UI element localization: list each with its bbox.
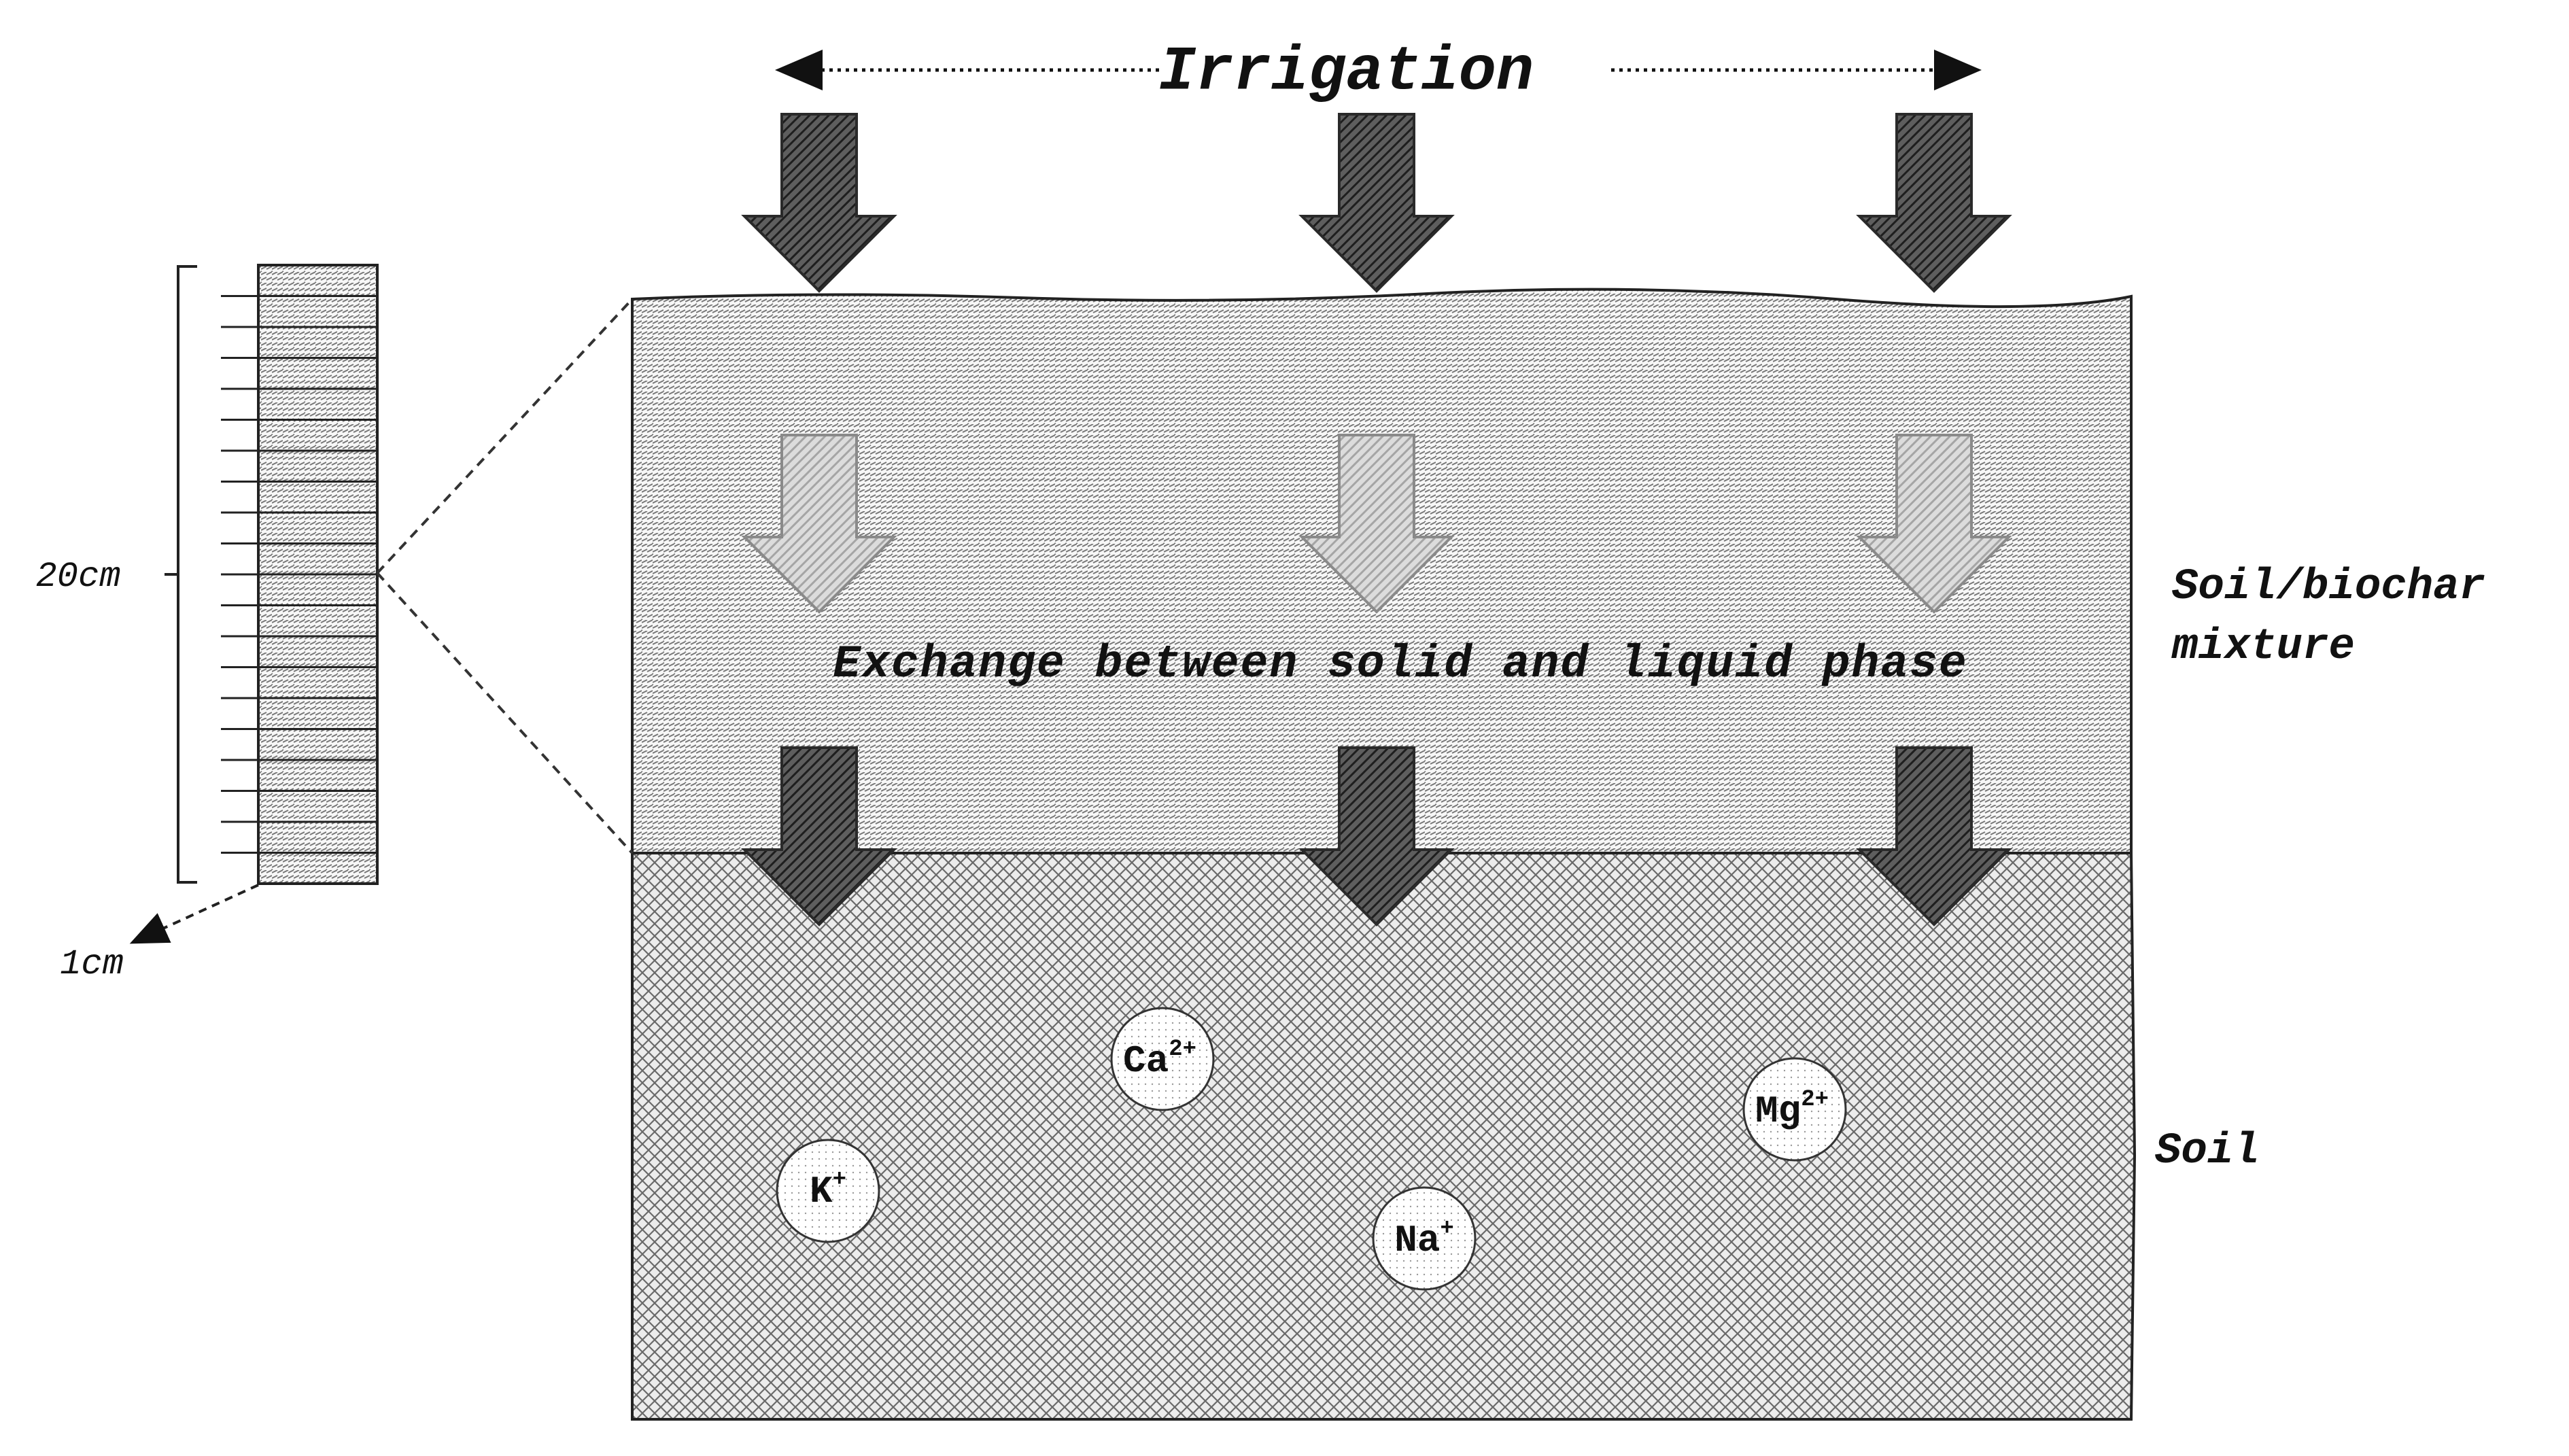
ion-ca-charge: 2+ bbox=[1169, 1037, 1196, 1062]
ion-k: K+ bbox=[776, 1139, 880, 1243]
ion-mg-charge: 2+ bbox=[1801, 1087, 1829, 1113]
zoom-line-bottom bbox=[376, 572, 634, 854]
percolation-arrow-2 bbox=[1298, 434, 1455, 614]
ion-ca-symbol: Ca bbox=[1123, 1039, 1169, 1083]
percolation-arrow-3 bbox=[1856, 434, 2012, 614]
column-height-label: 20cm bbox=[36, 557, 121, 597]
irrigation-arrows bbox=[741, 113, 2012, 293]
leaching-arrow-2 bbox=[1298, 746, 1455, 926]
ion-k-symbol: K bbox=[810, 1170, 833, 1213]
soil-biochar-label-line2: mixture bbox=[2171, 623, 2355, 672]
svg-text:Ca2+: Ca2+ bbox=[1123, 1037, 1196, 1083]
soil-label: Soil bbox=[2155, 1127, 2260, 1176]
ion-na-charge: + bbox=[1440, 1216, 1453, 1242]
percolation-arrow-1 bbox=[741, 434, 897, 614]
svg-text:Mg2+: Mg2+ bbox=[1755, 1087, 1829, 1133]
slice-height-label: 1cm bbox=[60, 944, 124, 984]
ion-na: Na+ bbox=[1372, 1186, 1477, 1291]
percolation-arrows bbox=[741, 434, 2012, 614]
leaching-arrow-1 bbox=[741, 746, 897, 926]
ion-k-charge: + bbox=[833, 1167, 846, 1193]
svg-text:K+: K+ bbox=[810, 1167, 846, 1213]
column-slice-lines bbox=[221, 295, 377, 854]
ion-ca: Ca2+ bbox=[1110, 1007, 1215, 1111]
ion-mg: Mg2+ bbox=[1742, 1057, 1847, 1162]
leaching-arrow-3 bbox=[1856, 746, 2012, 926]
exchange-label: Exchange between solid and liquid phase bbox=[833, 638, 1967, 691]
column-bracket bbox=[177, 265, 197, 884]
ion-na-symbol: Na bbox=[1394, 1219, 1440, 1262]
soil-biochar-label-line1: Soil/biochar bbox=[2172, 563, 2485, 612]
slice-pointer-arrow bbox=[129, 884, 259, 944]
zoom-line-top bbox=[376, 298, 634, 574]
svg-text:Na+: Na+ bbox=[1394, 1216, 1454, 1262]
leaching-arrows bbox=[741, 746, 2012, 926]
irrigation-arrow-2 bbox=[1298, 113, 1455, 293]
irrigation-arrow-3 bbox=[1856, 113, 2012, 293]
ion-mg-symbol: Mg bbox=[1755, 1090, 1801, 1133]
irrigation-arrow-1 bbox=[741, 113, 897, 293]
title: Irrigation bbox=[1158, 36, 1534, 107]
soil-layer bbox=[631, 852, 2137, 1421]
